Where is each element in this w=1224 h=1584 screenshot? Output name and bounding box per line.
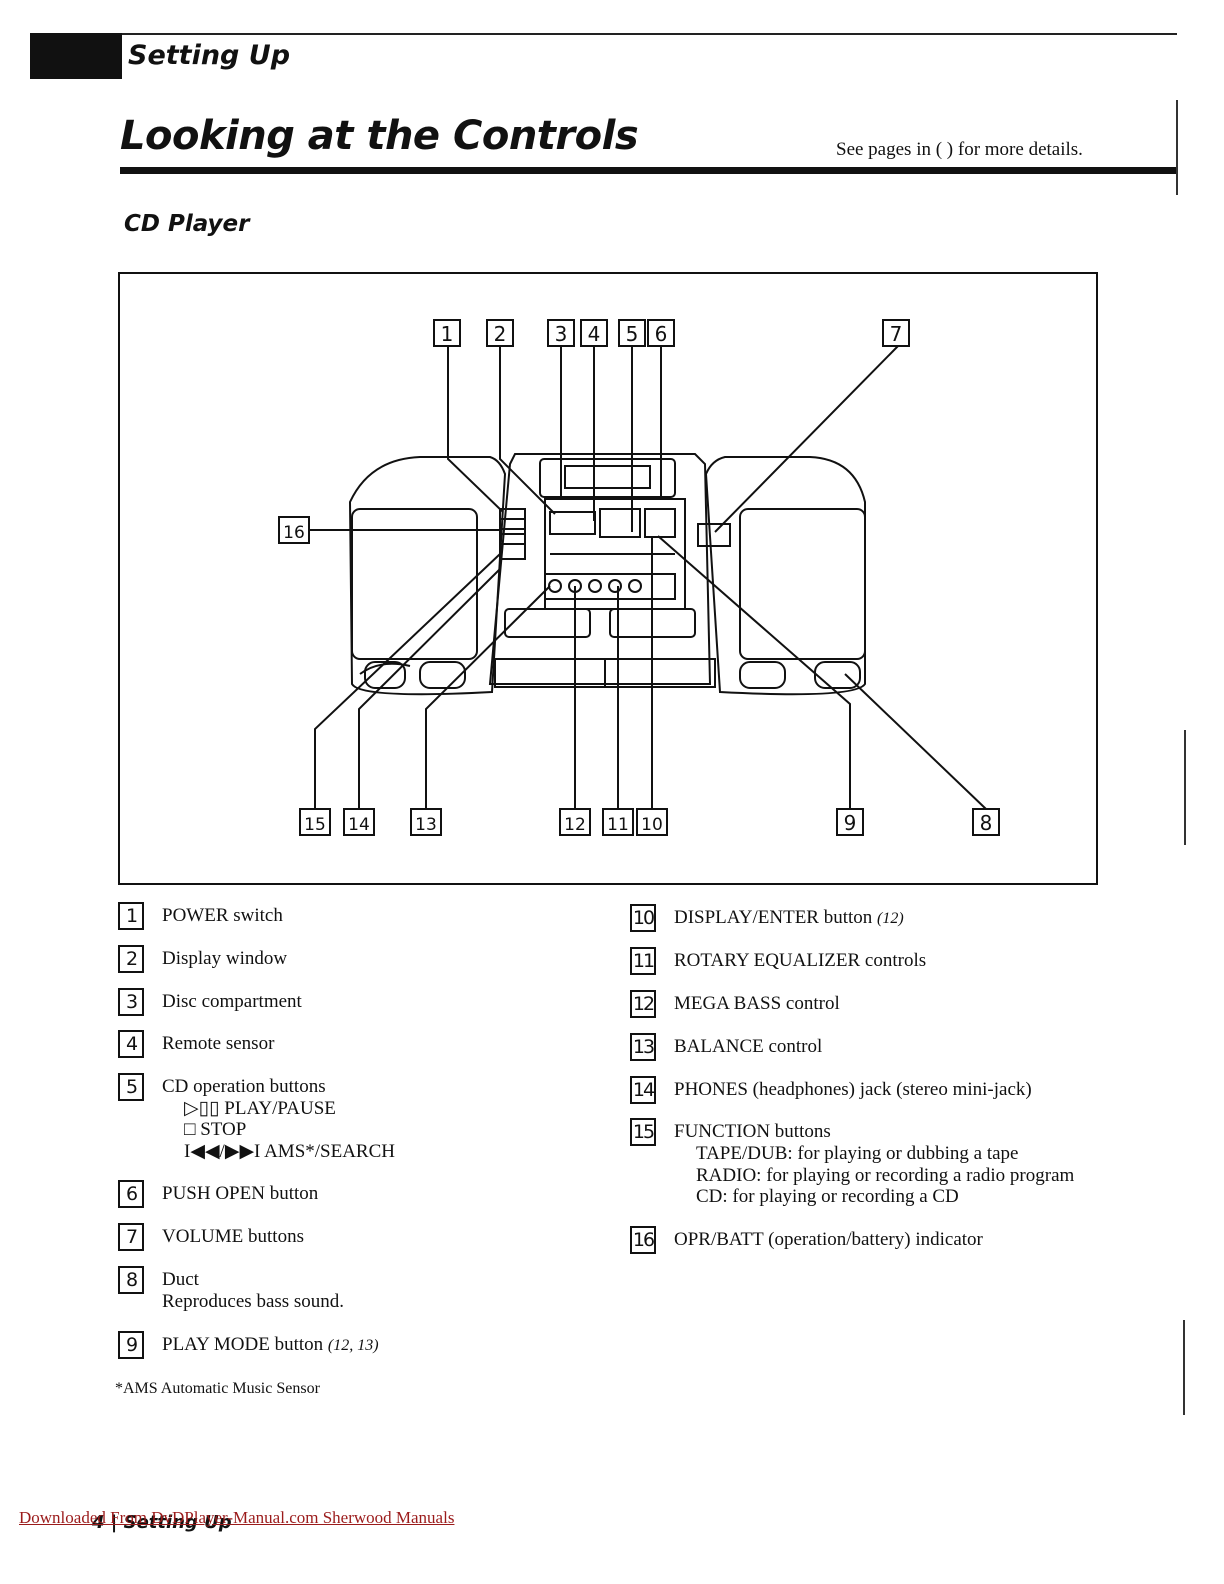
cd-player-figure: 1 2 3 4 5 6 7 8 9 10 11 12 13 1	[118, 272, 1098, 885]
legend-label: PLAY MODE button	[162, 1334, 324, 1355]
callout-box	[410, 808, 442, 836]
callout-box	[547, 319, 575, 347]
callout-number: 6	[655, 322, 668, 346]
page-reference: (12, 13)	[327, 1337, 379, 1354]
section-label: Setting Up	[128, 40, 291, 71]
legend-number: 9	[118, 1331, 144, 1359]
legend-number: 16	[630, 1226, 656, 1254]
legend-label: PHONES (headphones) jack (stereo mini-ja…	[674, 1079, 1032, 1100]
legend-number: 12	[630, 990, 656, 1018]
title-rule	[120, 167, 1177, 174]
legend-label: OPR/BATT (operation/battery) indicator	[674, 1229, 983, 1250]
callout-number: 14	[348, 815, 370, 835]
top-rule	[122, 33, 1177, 35]
legend-number: 5	[118, 1073, 144, 1101]
legend-subline: TAPE/DUB: for playing or dubbing a tape	[696, 1143, 1019, 1164]
legend-number: 3	[118, 988, 144, 1016]
legend-subline: ▷▯▯ PLAY/PAUSE	[184, 1098, 336, 1119]
callout-box	[580, 319, 608, 347]
legend-number: 2	[118, 945, 144, 973]
callout-number: 2	[494, 322, 507, 346]
callout-box	[343, 808, 375, 836]
callout-number: 10	[641, 815, 663, 835]
legend-number: 14	[630, 1076, 656, 1104]
margin-rule	[1183, 1320, 1185, 1415]
legend-label: Display window	[162, 948, 288, 969]
legend-label: POWER switch	[162, 905, 283, 926]
legend-label: PUSH OPEN button	[162, 1183, 319, 1204]
legend-label: Disc compartment	[162, 991, 302, 1012]
callout-box	[647, 319, 675, 347]
callout-number: 12	[564, 815, 586, 835]
legend-label: MEGA BASS control	[674, 993, 840, 1014]
legend-subline: □ STOP	[184, 1119, 247, 1140]
callout-number: 13	[415, 815, 437, 835]
legend-label: FUNCTION buttons	[674, 1121, 831, 1142]
download-source-link[interactable]: Downloaded From DvDPlayer-Manual.com She…	[19, 1508, 455, 1527]
legend-number: 13	[630, 1033, 656, 1061]
callout-box	[636, 808, 668, 836]
legend-number: 1	[118, 902, 144, 930]
callout-box	[278, 516, 310, 544]
legend-subline: RADIO: for playing or recording a radio …	[696, 1165, 1075, 1186]
legend-label: ROTARY EQUALIZER controls	[674, 950, 927, 971]
callout-number: 15	[304, 815, 326, 835]
legend-number: 7	[118, 1223, 144, 1251]
callout-box	[836, 808, 864, 836]
legend-label: DISPLAY/ENTER button	[674, 907, 873, 928]
legend-label: VOLUME buttons	[162, 1226, 304, 1247]
callout-box	[299, 808, 331, 836]
callout-number: 3	[555, 322, 568, 346]
callout-number: 4	[588, 322, 601, 346]
callout-box	[602, 808, 634, 836]
legend-number: 11	[630, 947, 656, 975]
legend-number: 15	[630, 1118, 656, 1146]
legend-number: 6	[118, 1180, 144, 1208]
legend-label: Duct	[162, 1269, 199, 1290]
legend-item: 15 FUNCTION buttons TAPE/DUB: for playin…	[630, 1118, 1090, 1211]
callout-number: 16	[283, 523, 305, 543]
page-reference: (12)	[877, 910, 904, 927]
callout-number: 9	[844, 811, 857, 835]
page-title: Looking at the Controls	[120, 113, 639, 159]
callout-number: 1	[441, 322, 454, 346]
callout-box	[433, 319, 461, 347]
callout-number: 5	[626, 322, 639, 346]
callout-box	[559, 808, 591, 836]
see-pages-note: See pages in ( ) for more details.	[836, 139, 1083, 160]
callout-box	[882, 319, 910, 347]
legend-number: 10	[630, 904, 656, 932]
legend-item: 8 Duct Reproduces bass sound.	[118, 1266, 418, 1314]
footer-page-label: 4 | Setting Up	[92, 1512, 232, 1533]
subsection-title: CD Player	[124, 211, 250, 237]
legend-label: Remote sensor	[162, 1033, 275, 1054]
callout-box	[618, 319, 646, 347]
legend-number: 4	[118, 1030, 144, 1058]
callout-box	[972, 808, 1000, 836]
boombox-illustration: 1 2 3 4 5 6 7 8 9 10 11 12 13 1	[278, 319, 1000, 836]
legend-label: CD operation buttons	[162, 1076, 326, 1097]
legend-number: 8	[118, 1266, 144, 1294]
callout-box	[486, 319, 514, 347]
legend-subline: CD: for playing or recording a CD	[696, 1186, 959, 1207]
footnote: *AMS Automatic Music Sensor	[115, 1380, 320, 1397]
callout-number: 11	[607, 815, 629, 835]
callout-number: 8	[980, 811, 993, 835]
section-tab-marker	[30, 33, 122, 79]
callout-number: 7	[890, 322, 903, 346]
legend-label: BALANCE control	[674, 1036, 823, 1057]
legend-subline: I◀◀/▶▶I AMS*/SEARCH	[184, 1141, 396, 1162]
legend-subline: Reproduces bass sound.	[162, 1291, 345, 1312]
margin-rule	[1176, 100, 1178, 195]
legend-item: 5 CD operation buttons ▷▯▯ PLAY/PAUSE □ …	[118, 1073, 448, 1166]
margin-rule	[1184, 730, 1186, 845]
